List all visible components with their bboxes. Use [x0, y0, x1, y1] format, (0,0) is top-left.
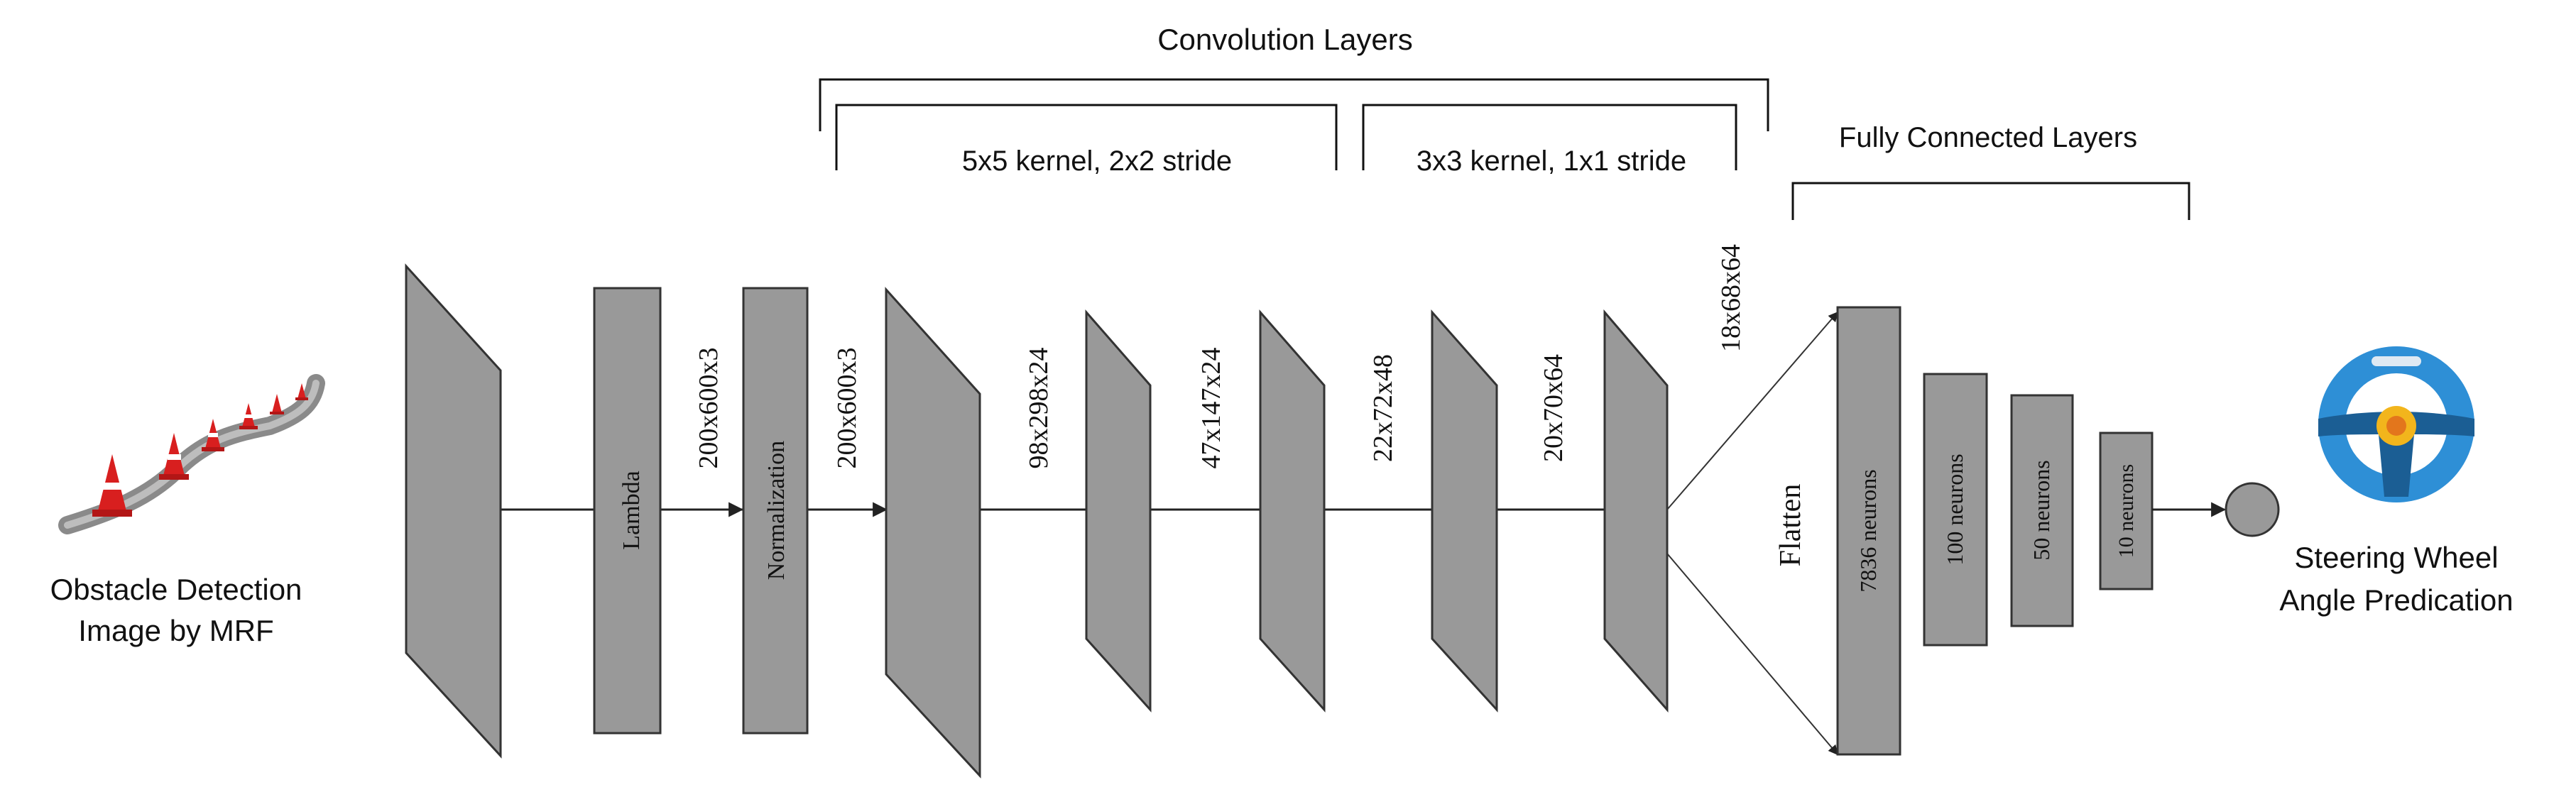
dim-after-conv2: 47x147x24 [1196, 348, 1226, 469]
input-caption-line2: Image by MRF [78, 614, 273, 647]
traffic-cone-road-icon [58, 374, 325, 534]
conv5x5-bracket [835, 104, 1338, 170]
fully-connected-layers-label: Fully Connected Layers [1839, 122, 2137, 153]
flatten-label: Flatten [1774, 484, 1807, 567]
conv2-block [1085, 309, 1152, 713]
output-node [2225, 482, 2280, 537]
fc-50-layer [2010, 394, 2074, 627]
normalization-layer [742, 287, 809, 735]
fc-100-label: 100 neurons [1942, 454, 1968, 565]
dim-after-conv3: 22x72x48 [1368, 354, 1398, 462]
conv5-block [1603, 309, 1669, 713]
fc-10-label: 10 neurons [2114, 464, 2138, 558]
conv3x3-label: 3x3 kernel, 1x1 stride [1417, 145, 1686, 177]
normalization-label: Normalization [763, 441, 790, 580]
dim-after-conv5: 18x68x64 [1716, 244, 1746, 352]
fc-10-layer [2099, 432, 2154, 590]
steering-wheel-icon [2318, 346, 2474, 502]
output-caption-line2: Angle Predication [2279, 583, 2513, 617]
convolution-bracket [819, 78, 1769, 131]
fc-50-label: 50 neurons [2029, 460, 2054, 560]
flatten-line-top [1666, 311, 1838, 510]
dim-after-lambda: 200x600x3 [694, 348, 724, 469]
fully-connected-bracket [1791, 182, 2190, 220]
conv3x3-bracket [1362, 104, 1737, 170]
dim-after-conv4: 20x70x64 [1539, 354, 1568, 462]
convolution-layers-label: Convolution Layers [1157, 23, 1413, 56]
flatten-line-bottom [1666, 553, 1838, 756]
fc-7836-layer [1836, 306, 1901, 756]
conv1-block [885, 287, 981, 779]
fc-100-layer [1923, 373, 1988, 647]
conv3-block [1259, 309, 1326, 713]
input-plane [405, 263, 502, 759]
conv5x5-label: 5x5 kernel, 2x2 stride [962, 145, 1232, 177]
conv4-block [1431, 309, 1498, 713]
dim-after-normalization: 200x600x3 [832, 348, 862, 469]
input-caption-line1: Obstacle Detection [50, 573, 302, 606]
output-caption-line1: Steering Wheel [2294, 541, 2498, 574]
dim-after-conv1: 98x298x24 [1024, 348, 1054, 469]
lambda-layer [593, 287, 662, 735]
fc-7836-label: 7836 neurons [1855, 469, 1881, 592]
lambda-label: Lambda [618, 471, 645, 549]
